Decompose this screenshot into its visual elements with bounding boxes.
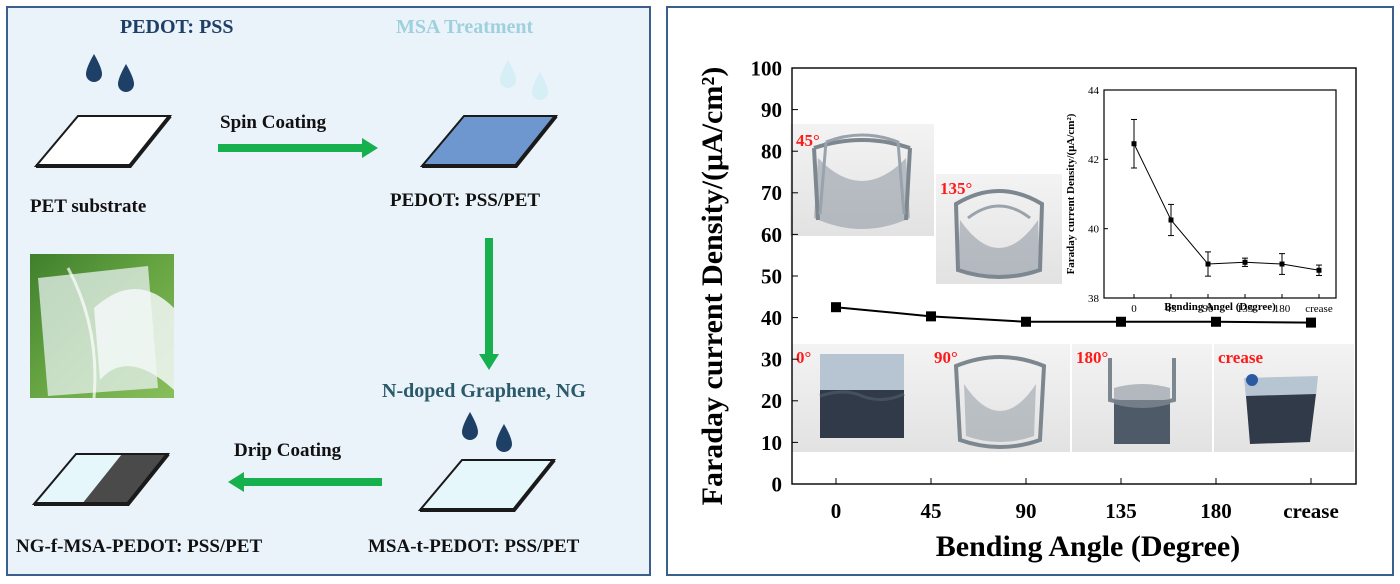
pedot-drop-2 (118, 64, 134, 92)
main-ytick-label-80: 80 (761, 140, 782, 164)
inset-xtick-label-0: 0 (1131, 303, 1137, 315)
pedot-drop-1 (86, 54, 102, 82)
main-ytick-label-60: 60 (761, 223, 782, 247)
msa-drop-1 (500, 60, 516, 88)
inset-point-0 (1131, 141, 1137, 147)
inset-background (1064, 90, 1336, 298)
main-ytick-label-100: 100 (751, 56, 783, 80)
photo-135: 135° (936, 174, 1062, 284)
inset-series (1131, 118, 1322, 277)
pedot-pss-pet-label: PEDOT: PSS/PET (390, 190, 541, 211)
inset-point-1 (1168, 217, 1174, 223)
main-xtick-label-1: 45 (921, 499, 942, 523)
fabrication-schematic-panel: PEDOT: PSS MSA Treatment Spin Coating PE… (6, 6, 651, 576)
main-xtick-label-0: 0 (831, 499, 842, 523)
main-series (831, 302, 1316, 328)
main-point-4 (1211, 316, 1221, 327)
main-ytick-label-20: 20 (761, 389, 782, 413)
flexible-film-photo (30, 254, 174, 399)
main-xtick-label-2: 90 (1016, 499, 1037, 523)
photo-label-45: 45° (796, 131, 820, 150)
main-ytick-label-50: 50 (761, 264, 782, 288)
msa-treatment-label: MSA Treatment (396, 16, 534, 38)
main-xtick-label-4: 180 (1200, 499, 1232, 523)
photo-label-90: 90° (934, 348, 958, 367)
main-point-2 (1021, 316, 1031, 327)
inset-ytick-label-44: 44 (1088, 85, 1100, 97)
drip-coating-arrow (228, 472, 382, 492)
inset-xtick-label-4: 180 (1274, 303, 1291, 315)
down-arrow (479, 238, 499, 370)
main-x-axis-label: Bending Angle (Degree) (936, 530, 1240, 563)
inset-point-3 (1242, 259, 1248, 265)
inset-ytick-label-40: 40 (1088, 224, 1100, 236)
main-y-ticks: 0 10 20 30 40 50 60 70 80 90 100 (751, 56, 798, 496)
inset-xtick-label-1: 45 (1166, 303, 1178, 315)
inset-x-axis-label: Bending Angel (Degree) (1164, 301, 1276, 313)
inset-xtick-label-3: 135 (1237, 303, 1254, 315)
photo-label-crease: crease (1218, 348, 1263, 367)
msa-t-pedot-label: MSA-t-PEDOT: PSS/PET (368, 536, 580, 557)
main-ytick-label-90: 90 (761, 98, 782, 122)
inset-frame (1103, 89, 1337, 299)
inset-xtick-label-2: 90 (1203, 303, 1215, 315)
photo-0: 0° (792, 344, 936, 452)
photo-45: 45° (790, 124, 934, 236)
photo-label-135: 135° (940, 179, 972, 198)
ng-f-film-dark (82, 454, 168, 504)
spin-coating-label: Spin Coating (220, 112, 327, 133)
inset-xtick-label-5: crease (1305, 303, 1333, 315)
inset-series-line-0 (1133, 143, 1320, 271)
main-point-0 (831, 302, 841, 313)
ng-f-film-light (34, 454, 122, 504)
spin-coating-arrow (218, 138, 378, 158)
inset-x-ticks: 0 45 90 135 180 crease (1131, 294, 1333, 315)
main-point-3 (1116, 316, 1126, 327)
chart-panel: 45° 135° 0° 90° 180° (666, 6, 1394, 576)
photo-90: 90° (930, 344, 1070, 452)
main-chart: 45° 135° 0° 90° 180° (696, 56, 1357, 563)
schematic-drawing (30, 54, 559, 512)
inset-y-ticks: 38 40 42 44 (1088, 85, 1108, 305)
pet-substrate-label: PET substrate (30, 196, 147, 217)
main-ytick-label-30: 30 (761, 348, 782, 372)
main-ytick-label-70: 70 (761, 181, 782, 205)
main-ytick-label-0: 0 (772, 472, 783, 496)
photo-label-0: 0° (796, 348, 811, 367)
photo-crease: crease (1214, 344, 1354, 452)
drip-coating-label: Drip Coating (234, 440, 342, 461)
inset-point-2 (1205, 261, 1211, 267)
inset-point-4 (1279, 261, 1285, 267)
photo-label-180: 180° (1076, 348, 1108, 367)
main-point-5 (1306, 317, 1316, 328)
n-doped-graphene-label: N-doped Graphene, NG (382, 380, 586, 402)
inset-ytick-label-38: 38 (1088, 293, 1100, 305)
msa-drop-2 (532, 72, 548, 100)
pedot-pss-label: PEDOT: PSS (120, 16, 234, 38)
photo-180: 180° (1072, 344, 1212, 452)
ng-drop-2 (496, 424, 512, 452)
ng-f-msa-pedot-label: NG-f-MSA-PEDOT: PSS/PET (16, 536, 263, 557)
main-xtick-label-3: 135 (1105, 499, 1137, 523)
main-ytick-label-40: 40 (761, 306, 782, 330)
ng-drop-1 (462, 412, 478, 440)
main-ytick-label-10: 10 (761, 431, 782, 455)
main-series-line-0 (835, 306, 1312, 324)
inset-y-axis-label: Faraday current Density/(μA/cm²) (1065, 113, 1077, 274)
main-point-1 (926, 311, 936, 322)
main-y-axis-label: Faraday current Density/(μA/cm²) (696, 67, 729, 506)
inset-ytick-label-42: 42 (1088, 154, 1099, 166)
main-x-ticks: 0 45 90 135 180 crease (831, 478, 1339, 523)
main-xtick-label-5: crease (1283, 499, 1339, 523)
inset-point-5 (1316, 267, 1322, 273)
